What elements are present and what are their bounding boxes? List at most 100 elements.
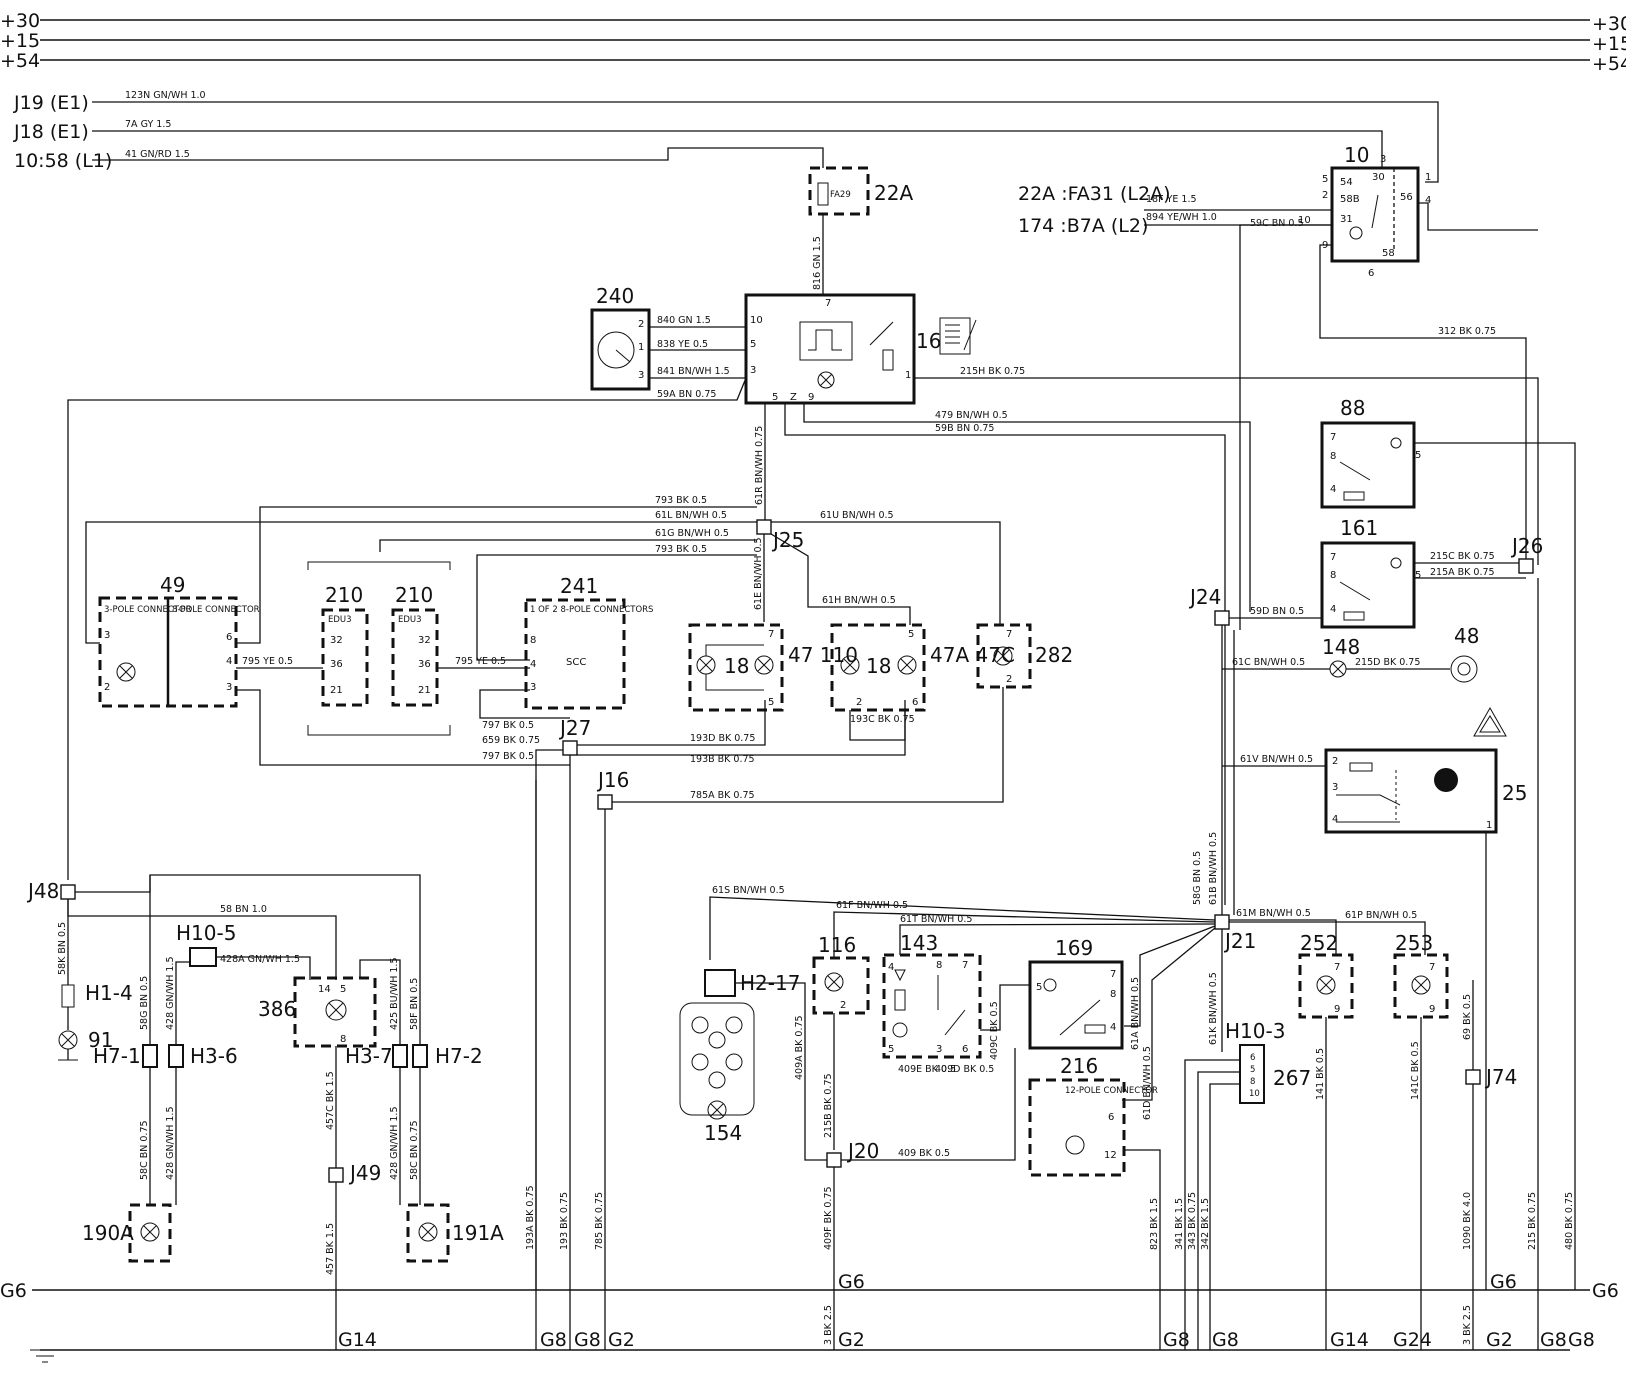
lamp-148: 148: [1322, 635, 1360, 678]
rail-54-label-left: +54: [0, 50, 40, 72]
wire-428A: 428A GN/WH 1.5: [220, 954, 300, 965]
svg-text:8: 8: [340, 1034, 346, 1045]
input-feeds: J19 (E1) J18 (E1) 10:58 (L1) 123N GN/WH …: [13, 90, 1439, 183]
ground-g14a: G14: [338, 1329, 377, 1351]
lamp-191A: 191A: [406, 1203, 504, 1263]
wire-409: 409 BK 0.5: [898, 1148, 950, 1159]
wire-61M: 61M BN/WH 0.5: [1236, 908, 1311, 919]
junction-j16-label: J16: [596, 768, 629, 792]
svg-text:21: 21: [330, 685, 343, 696]
ground-g8e: G8: [1540, 1329, 1567, 1351]
ground-g8d: G8: [1212, 1329, 1239, 1351]
wire-61B: 61B BN/WH 0.5: [1208, 832, 1219, 905]
svg-text:Z: Z: [790, 392, 797, 403]
svg-text:3: 3: [1332, 782, 1338, 793]
junction-j21-label: J21: [1223, 929, 1256, 953]
wire-797a: 797 BK 0.5: [482, 720, 534, 731]
wire-61R: 61R BN/WH 0.75: [754, 426, 765, 505]
relay-161: 161 7 8 4 5: [1320, 516, 1421, 629]
svg-text:2: 2: [104, 682, 110, 693]
svg-text:5: 5: [772, 392, 778, 403]
rail-30-label-right: +30: [1592, 13, 1626, 35]
svg-text:4: 4: [1110, 1022, 1116, 1033]
svg-text:56: 56: [1400, 192, 1413, 203]
h1-4-label: H1-4: [85, 981, 133, 1005]
wire-312: 312 BK 0.75: [1438, 326, 1496, 337]
wire-428C: 428 GN/WH 1.5: [389, 1107, 400, 1181]
svg-text:8: 8: [1110, 989, 1116, 1000]
wire-425: 425 BU/WH 1.5: [389, 958, 400, 1031]
svg-text:2: 2: [856, 697, 862, 708]
switch-10: 10 54 58B 31 30 56 58 5 2 10 9 3 1 4 6 1…: [1144, 143, 1538, 630]
svg-text:6: 6: [1250, 1053, 1255, 1063]
wire-193A: 193A BK 0.75: [525, 1185, 536, 1250]
wire-7A: 7A GY 1.5: [125, 119, 171, 130]
component-18a-label: 18: [724, 654, 749, 678]
fuse-ref-22A: 22A :FA31 (L2A): [1018, 183, 1171, 205]
component-148-label: 148: [1322, 635, 1360, 659]
svg-text:10: 10: [1249, 1089, 1260, 1099]
wire-343: 343 BK 0.75: [1187, 1192, 1198, 1250]
svg-text:4: 4: [1425, 195, 1431, 206]
wire-61A: 61A BN/WH 0.5: [1130, 977, 1141, 1050]
junction-j48: [60, 884, 76, 900]
svg-text:7: 7: [1330, 432, 1336, 443]
component-386-label: 386: [258, 997, 296, 1021]
wire-1090: 1090 BK 4.0: [1462, 1192, 1473, 1250]
svg-text:8: 8: [936, 960, 942, 971]
svg-text:21: 21: [418, 685, 431, 696]
lamp-116: 116 2: [812, 933, 870, 1015]
component-161-label: 161: [1340, 516, 1378, 540]
edu3-a-label: EDU3: [328, 615, 352, 625]
wire-61V: 61V BN/WH 0.5: [1240, 754, 1313, 765]
connector-49: 49 3-POLE CONNECTOR 8-POLE CONNECTOR 3 2…: [98, 573, 260, 708]
wire-457C: 457C BK 1.5: [325, 1071, 336, 1130]
wire-838: 838 YE 0.5: [657, 339, 708, 350]
svg-text:3: 3: [530, 682, 536, 693]
wire-61G: 61G BN/WH 0.5: [655, 528, 729, 539]
ground-g2c: G2: [1486, 1329, 1513, 1351]
svg-text:10: 10: [1298, 215, 1311, 226]
svg-text:2: 2: [1332, 756, 1338, 767]
component-169-label: 169: [1055, 936, 1093, 960]
wire-479: 479 BN/WH 0.5: [935, 410, 1008, 421]
ground-g6-left: G6: [0, 1280, 27, 1302]
input-j18: J18 (E1): [13, 121, 89, 143]
lamps-18-47A: 18 47A 47C 5 2 6: [830, 623, 1015, 712]
junction-j25-label: J25: [771, 528, 804, 552]
svg-text:7: 7: [1330, 552, 1336, 563]
wire-795b: 795 YE 0.5: [455, 656, 506, 667]
component-143-label: 143: [900, 931, 938, 955]
component-210a-label: 210: [325, 583, 363, 607]
svg-text:8: 8: [1330, 451, 1336, 462]
rail-15-label-right: +15: [1592, 33, 1626, 55]
svg-text:3: 3: [936, 1044, 942, 1055]
relay-169: 169 7 8 4 5: [1028, 936, 1124, 1050]
junction-j16: [597, 794, 613, 810]
module-386: 386 14 5 8: [258, 976, 377, 1048]
svg-text:4: 4: [1330, 604, 1336, 615]
wire-61K: 61K BN/WH 0.5: [1208, 972, 1219, 1045]
svg-text:5: 5: [1415, 450, 1421, 461]
wire-409F: 409F BK 0.75: [823, 1186, 834, 1250]
wire-215D: 215D BK 0.75: [1355, 657, 1420, 668]
svg-text:1: 1: [638, 342, 644, 353]
svg-text:3: 3: [226, 682, 232, 693]
wire-215B: 215B BK 0.75: [823, 1073, 834, 1138]
svg-text:3: 3: [104, 630, 110, 641]
lamp-252: 252 7 9: [1298, 931, 1354, 1019]
scc-label: SCC: [566, 657, 586, 668]
junction-j27-label: J27: [558, 716, 591, 740]
svg-text:1: 1: [905, 370, 911, 381]
connector-h10-3: H10-3 267 6 5 8 10: [1225, 1019, 1311, 1104]
svg-text:6: 6: [226, 632, 232, 643]
ground-g2a: G2: [608, 1329, 635, 1351]
svg-text:6: 6: [912, 697, 918, 708]
svg-text:5: 5: [908, 629, 914, 640]
wire-41: 41 GN/RD 1.5: [125, 149, 190, 160]
wire-59B: 59B BN 0.75: [935, 423, 994, 434]
junction-j26: [1518, 558, 1534, 574]
rail-15-label-left: +15: [0, 30, 40, 52]
svg-text:4: 4: [1330, 484, 1336, 495]
svg-text:36: 36: [330, 659, 343, 670]
